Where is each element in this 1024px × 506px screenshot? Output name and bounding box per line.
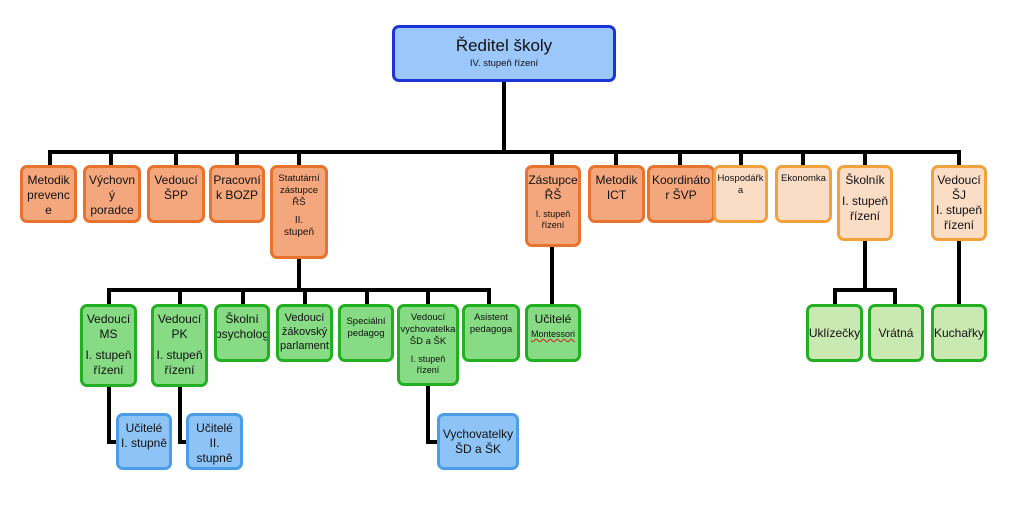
box-subtitle: II. stupeň: [283, 214, 315, 239]
connector-drop: [863, 150, 867, 167]
connector-drop: [801, 150, 805, 167]
box-subtitle: Montessori: [530, 329, 575, 339]
box-subtitle: I. stupeň řízení: [535, 209, 571, 231]
box-title: Vychovatelky ŠD a ŠK: [442, 426, 514, 456]
economist-box: Ekonomka: [775, 165, 832, 223]
educational-counselor-box: Výchovn ý poradce: [83, 165, 141, 223]
box-title: Výchovn ý poradce: [88, 173, 136, 217]
box-title: Speciální pedagog: [346, 316, 386, 339]
connector-level2-bus: [107, 288, 491, 292]
connector-drop: [48, 150, 52, 167]
box-title: Vedoucí PK: [157, 312, 202, 341]
bozp-worker-box: Pracovní k BOZP: [209, 165, 265, 223]
connector-drop: [174, 150, 178, 167]
box-title: Metodik ICT: [595, 173, 638, 202]
cooks-box: Kuchařky: [931, 304, 987, 362]
connector-ms-right: [107, 440, 119, 444]
primary-teachers-box: Učitelé I. stupně: [116, 413, 172, 470]
connector-drop: [241, 288, 245, 306]
statutory-deputy-box: Statutární zástupce ŘŠ II. stupeň: [270, 165, 328, 259]
connector-drop: [235, 150, 239, 167]
connector-sd-right: [426, 440, 440, 444]
montessori-teachers-box: Učitelé Montessori: [525, 304, 581, 362]
connector-level1-bus: [48, 150, 961, 154]
connector-canteen-down: [957, 240, 961, 306]
ms-head-box: Vedoucí MS I. stupeň řízení: [80, 304, 137, 387]
connector-janitor-bus: [833, 288, 897, 292]
principal-box: Ředitel školy IV. stupeň řízení: [392, 25, 616, 82]
box-title: Vedoucí ŠPP: [154, 173, 198, 202]
box-title: Asistent pedagoga: [469, 312, 513, 335]
housekeeper-box: Hospodářk a: [713, 165, 768, 223]
box-title: Koordináto r ŠVP: [651, 173, 711, 202]
connector-drop: [303, 288, 307, 306]
box-title: Vedoucí MS: [86, 312, 131, 341]
connector-drop: [739, 150, 743, 167]
special-pedagogue-box: Speciální pedagog: [338, 304, 394, 362]
box-title: Učitelé: [534, 312, 572, 326]
box-title: Vedoucí vychovatelka ŠD a ŠK: [400, 312, 456, 347]
school-psychologist-box: Školní psycholog: [214, 304, 270, 362]
educators-sd-sk-box: Vychovatelky ŠD a ŠK: [437, 413, 519, 470]
connector-drop: [426, 288, 430, 306]
teaching-assistant-box: Asistent pedagoga: [462, 304, 520, 362]
ict-methodist-box: Metodik ICT: [588, 165, 645, 223]
connector-drop: [614, 150, 618, 167]
box-subtitle: I. stupeň řízení: [156, 348, 203, 377]
connector-drop: [957, 150, 961, 167]
connector-statutory-down: [297, 258, 301, 290]
sd-sk-head-box: Vedoucí vychovatelka ŠD a ŠK I. stupeň ř…: [397, 304, 459, 386]
connector-drop: [297, 150, 301, 167]
box-title: Školní psycholog: [214, 312, 270, 341]
box-title: Uklízečky: [808, 325, 861, 340]
connector-pk-down: [178, 386, 182, 444]
box-title: Ekonomka: [781, 173, 826, 184]
connector-deputy-down: [550, 246, 554, 306]
canteen-head-box: Vedoucí ŠJ I. stupeň řízení: [931, 165, 987, 241]
connector-drop: [109, 150, 113, 167]
box-title: Pracovní k BOZP: [213, 173, 261, 202]
box-title: Hospodářk a: [717, 173, 764, 196]
spp-head-box: Vedoucí ŠPP: [147, 165, 205, 223]
connector-drop: [833, 288, 837, 306]
connector-ms-down: [107, 386, 111, 444]
connector-drop: [678, 150, 682, 167]
box-title: Statutární zástupce ŘŠ: [278, 173, 320, 208]
box-subtitle: I. stupeň řízení: [85, 348, 132, 377]
box-subtitle: I. stupeň řízení: [935, 203, 983, 232]
box-title: Kuchařky: [933, 325, 985, 340]
box-title: Vrátná: [878, 325, 914, 340]
prevention-methodist-box: Metodik prevenc e: [20, 165, 77, 223]
principal-title: Ředitel školy: [455, 36, 553, 55]
box-title: Zástupce ŘŠ: [528, 173, 578, 202]
connector-root-down: [502, 80, 506, 152]
box-title: Vedoucí ŠJ: [937, 173, 981, 202]
connector-drop: [487, 288, 491, 306]
connector-drop: [178, 288, 182, 306]
connector-janitor-down: [863, 240, 867, 290]
connector-drop: [365, 288, 369, 306]
janitor-box: Školník I. stupeň řízení: [837, 165, 893, 241]
svp-coordinator-box: Koordináto r ŠVP: [647, 165, 715, 223]
box-title: Metodik prevenc e: [27, 173, 70, 217]
connector-sd-down: [426, 384, 430, 444]
pk-head-box: Vedoucí PK I. stupeň řízení: [151, 304, 208, 387]
principal-subtitle: IV. stupeň řízení: [469, 58, 539, 70]
secondary-teachers-box: Učitelé II. stupně: [186, 413, 243, 470]
box-title: Školník: [845, 173, 885, 187]
box-title: Učitelé I. stupně: [120, 421, 168, 450]
box-title: Učitelé II. stupně: [196, 421, 233, 465]
student-parliament-head-box: Vedoucí žákovský parlament: [276, 304, 333, 362]
connector-drop: [107, 288, 111, 306]
cleaners-box: Uklízečky: [806, 304, 863, 362]
receptionist-box: Vrátná: [868, 304, 924, 362]
deputy-principal-box: Zástupce ŘŠ I. stupeň řízení: [525, 165, 581, 247]
box-title: Vedoucí žákovský parlament: [280, 312, 329, 352]
box-subtitle: I. stupeň řízení: [410, 353, 446, 375]
connector-drop: [550, 150, 554, 167]
box-subtitle: I. stupeň řízení: [841, 194, 889, 223]
connector-drop: [893, 288, 897, 306]
connector-pk-right: [178, 440, 188, 444]
